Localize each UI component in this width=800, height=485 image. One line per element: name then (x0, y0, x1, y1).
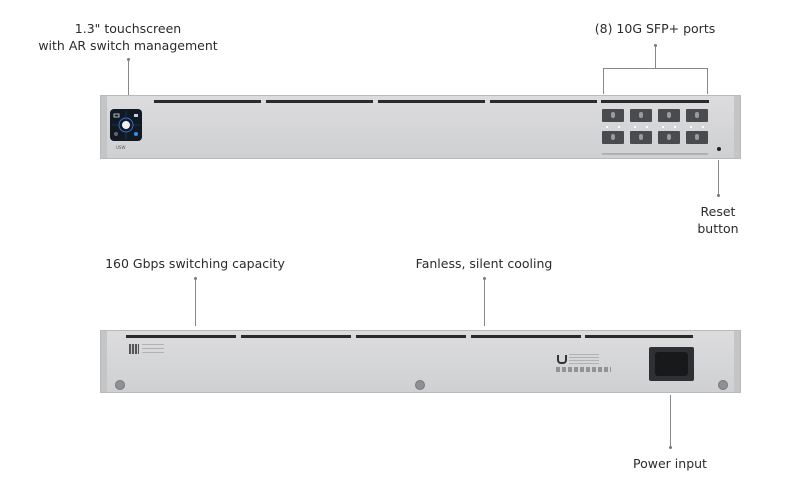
port-led (690, 126, 692, 128)
front-vent (154, 100, 261, 103)
sfp-port-3[interactable] (630, 109, 652, 122)
power-pointer-dot (669, 446, 672, 449)
cooling-label: Fanless, silent cooling (415, 256, 553, 271)
sfp-port-7[interactable] (686, 109, 708, 122)
port-led (702, 126, 704, 128)
port-led (646, 126, 648, 128)
touchscreen-ui-icon (112, 111, 140, 139)
port-led (662, 126, 664, 128)
switching-capacity-label: 160 Gbps switching capacity (105, 256, 285, 271)
rear-vent (471, 335, 581, 338)
rear-vent (126, 335, 236, 338)
front-model-badge: USW (116, 145, 126, 150)
sfp-port-8[interactable] (686, 131, 708, 144)
sfp-bracket-right (707, 68, 708, 94)
rear-info-label (142, 344, 164, 356)
reset-label: Reset button (678, 203, 758, 237)
reset-button[interactable] (717, 147, 721, 151)
cooling-pointer-line (484, 279, 485, 326)
port-led (618, 126, 620, 128)
sfp-port-6[interactable] (658, 131, 680, 144)
front-vent (601, 100, 709, 103)
sfp-ports-label: (8) 10G SFP+ ports (594, 21, 716, 36)
power-pointer-line (670, 395, 671, 447)
touchscreen-display[interactable] (110, 109, 142, 141)
switch-front-panel: USW (100, 95, 741, 159)
qr-code (129, 344, 139, 354)
screw-icon (115, 380, 125, 390)
sfp-port-5[interactable] (658, 109, 680, 122)
screw-icon (718, 380, 728, 390)
sfp-port-1[interactable] (602, 109, 624, 122)
cooling-pointer-dot (483, 277, 486, 280)
front-left-ear (101, 96, 107, 158)
rear-vent (585, 335, 693, 338)
sfp-pointer-dot (654, 44, 657, 47)
port-group-bar (602, 153, 708, 155)
sfp-port-2[interactable] (602, 131, 624, 144)
touchscreen-label-line2: with AR switch management (38, 38, 218, 53)
ubiquiti-logo-icon (557, 355, 567, 364)
reset-label-line1: Reset (700, 204, 736, 219)
port-led (634, 126, 636, 128)
touchscreen-pointer-dot (127, 58, 130, 61)
rear-vent (241, 335, 351, 338)
sfp-bracket (603, 68, 708, 69)
reset-label-line2: button (697, 221, 739, 236)
switching-pointer-dot (194, 277, 197, 280)
port-led (606, 126, 608, 128)
iec-c14-socket-icon (655, 352, 688, 376)
reset-pointer-line (718, 160, 719, 195)
port-led (674, 126, 676, 128)
reset-pointer-dot (717, 194, 720, 197)
front-vent (266, 100, 373, 103)
rear-left-ear (101, 331, 107, 392)
sfp-port-4[interactable] (630, 131, 652, 144)
switching-pointer-line (195, 279, 196, 326)
power-inlet[interactable] (649, 347, 694, 381)
touchscreen-label: 1.3" touchscreen with AR switch manageme… (38, 20, 218, 54)
switch-rear-panel (100, 330, 741, 393)
certification-marks (556, 367, 611, 372)
touchscreen-label-line1: 1.3" touchscreen (74, 21, 182, 36)
front-vent (490, 100, 597, 103)
sfp-bracket-left (603, 68, 604, 94)
power-input-label: Power input (633, 456, 707, 471)
rear-compliance-text (569, 354, 599, 364)
screw-icon (415, 380, 425, 390)
front-right-ear (734, 96, 740, 158)
front-vent (378, 100, 485, 103)
rear-vent (356, 335, 466, 338)
rear-right-ear (734, 331, 740, 392)
touchscreen-pointer-line (128, 60, 129, 95)
sfp-pointer-line (655, 46, 656, 68)
